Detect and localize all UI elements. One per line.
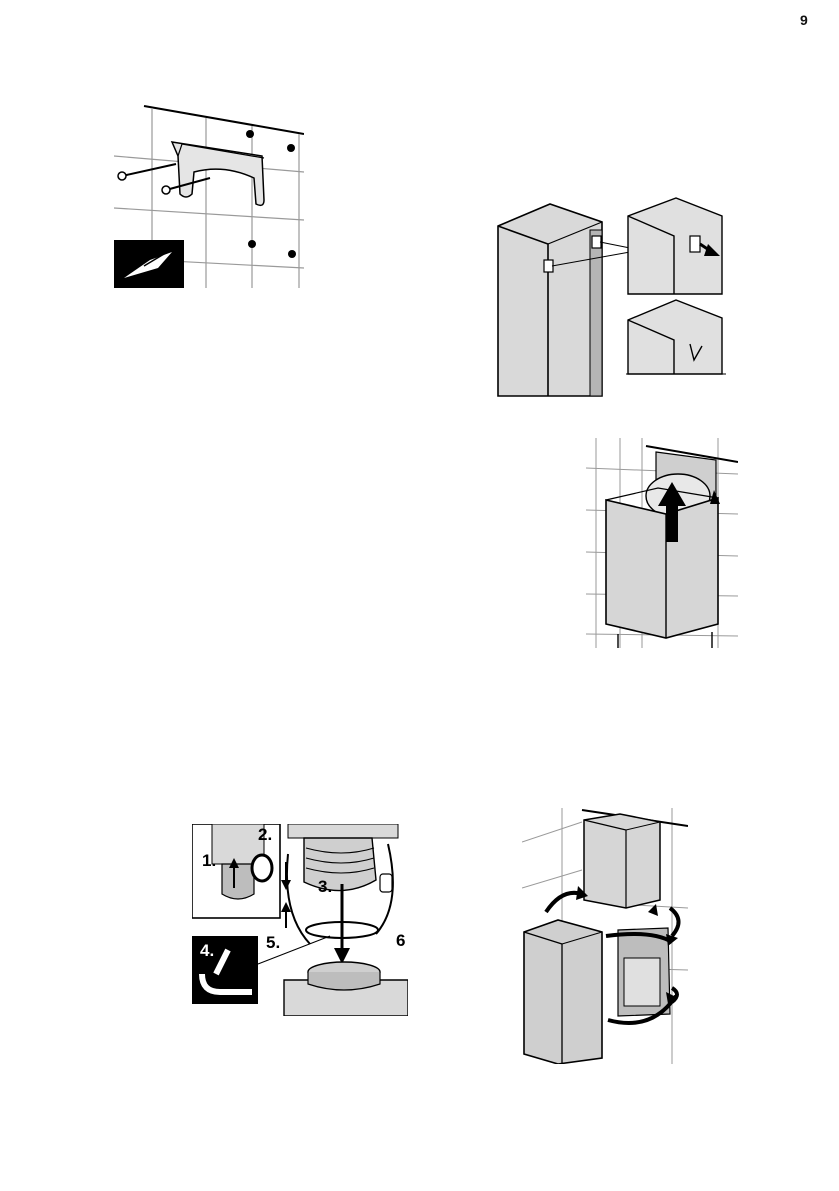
step-label-1: 1. <box>202 851 216 870</box>
lift-cover-illustration <box>586 438 738 648</box>
duct-connection-illustration: 1. 2. 3. 5. 6 4. <box>192 824 408 1016</box>
figure-chimney-clips <box>490 196 730 398</box>
step-label-3: 3. <box>318 877 332 896</box>
chimney-assembly-illustration <box>522 808 688 1064</box>
figure-lift-cover <box>586 438 738 648</box>
step-label-5: 5. <box>266 933 280 952</box>
wall-bracket-illustration <box>114 104 304 288</box>
step-label-2: 2. <box>258 825 272 844</box>
figure-duct-connection: 1. 2. 3. 5. 6 4. <box>192 824 408 1016</box>
page-number: 9 <box>800 12 808 28</box>
step-label-4: 4. <box>200 941 214 960</box>
step-label-6: 6 <box>396 931 405 950</box>
figure-wall-bracket <box>114 104 304 288</box>
figure-chimney-assembly <box>522 808 688 1064</box>
chimney-clips-illustration <box>490 196 730 398</box>
